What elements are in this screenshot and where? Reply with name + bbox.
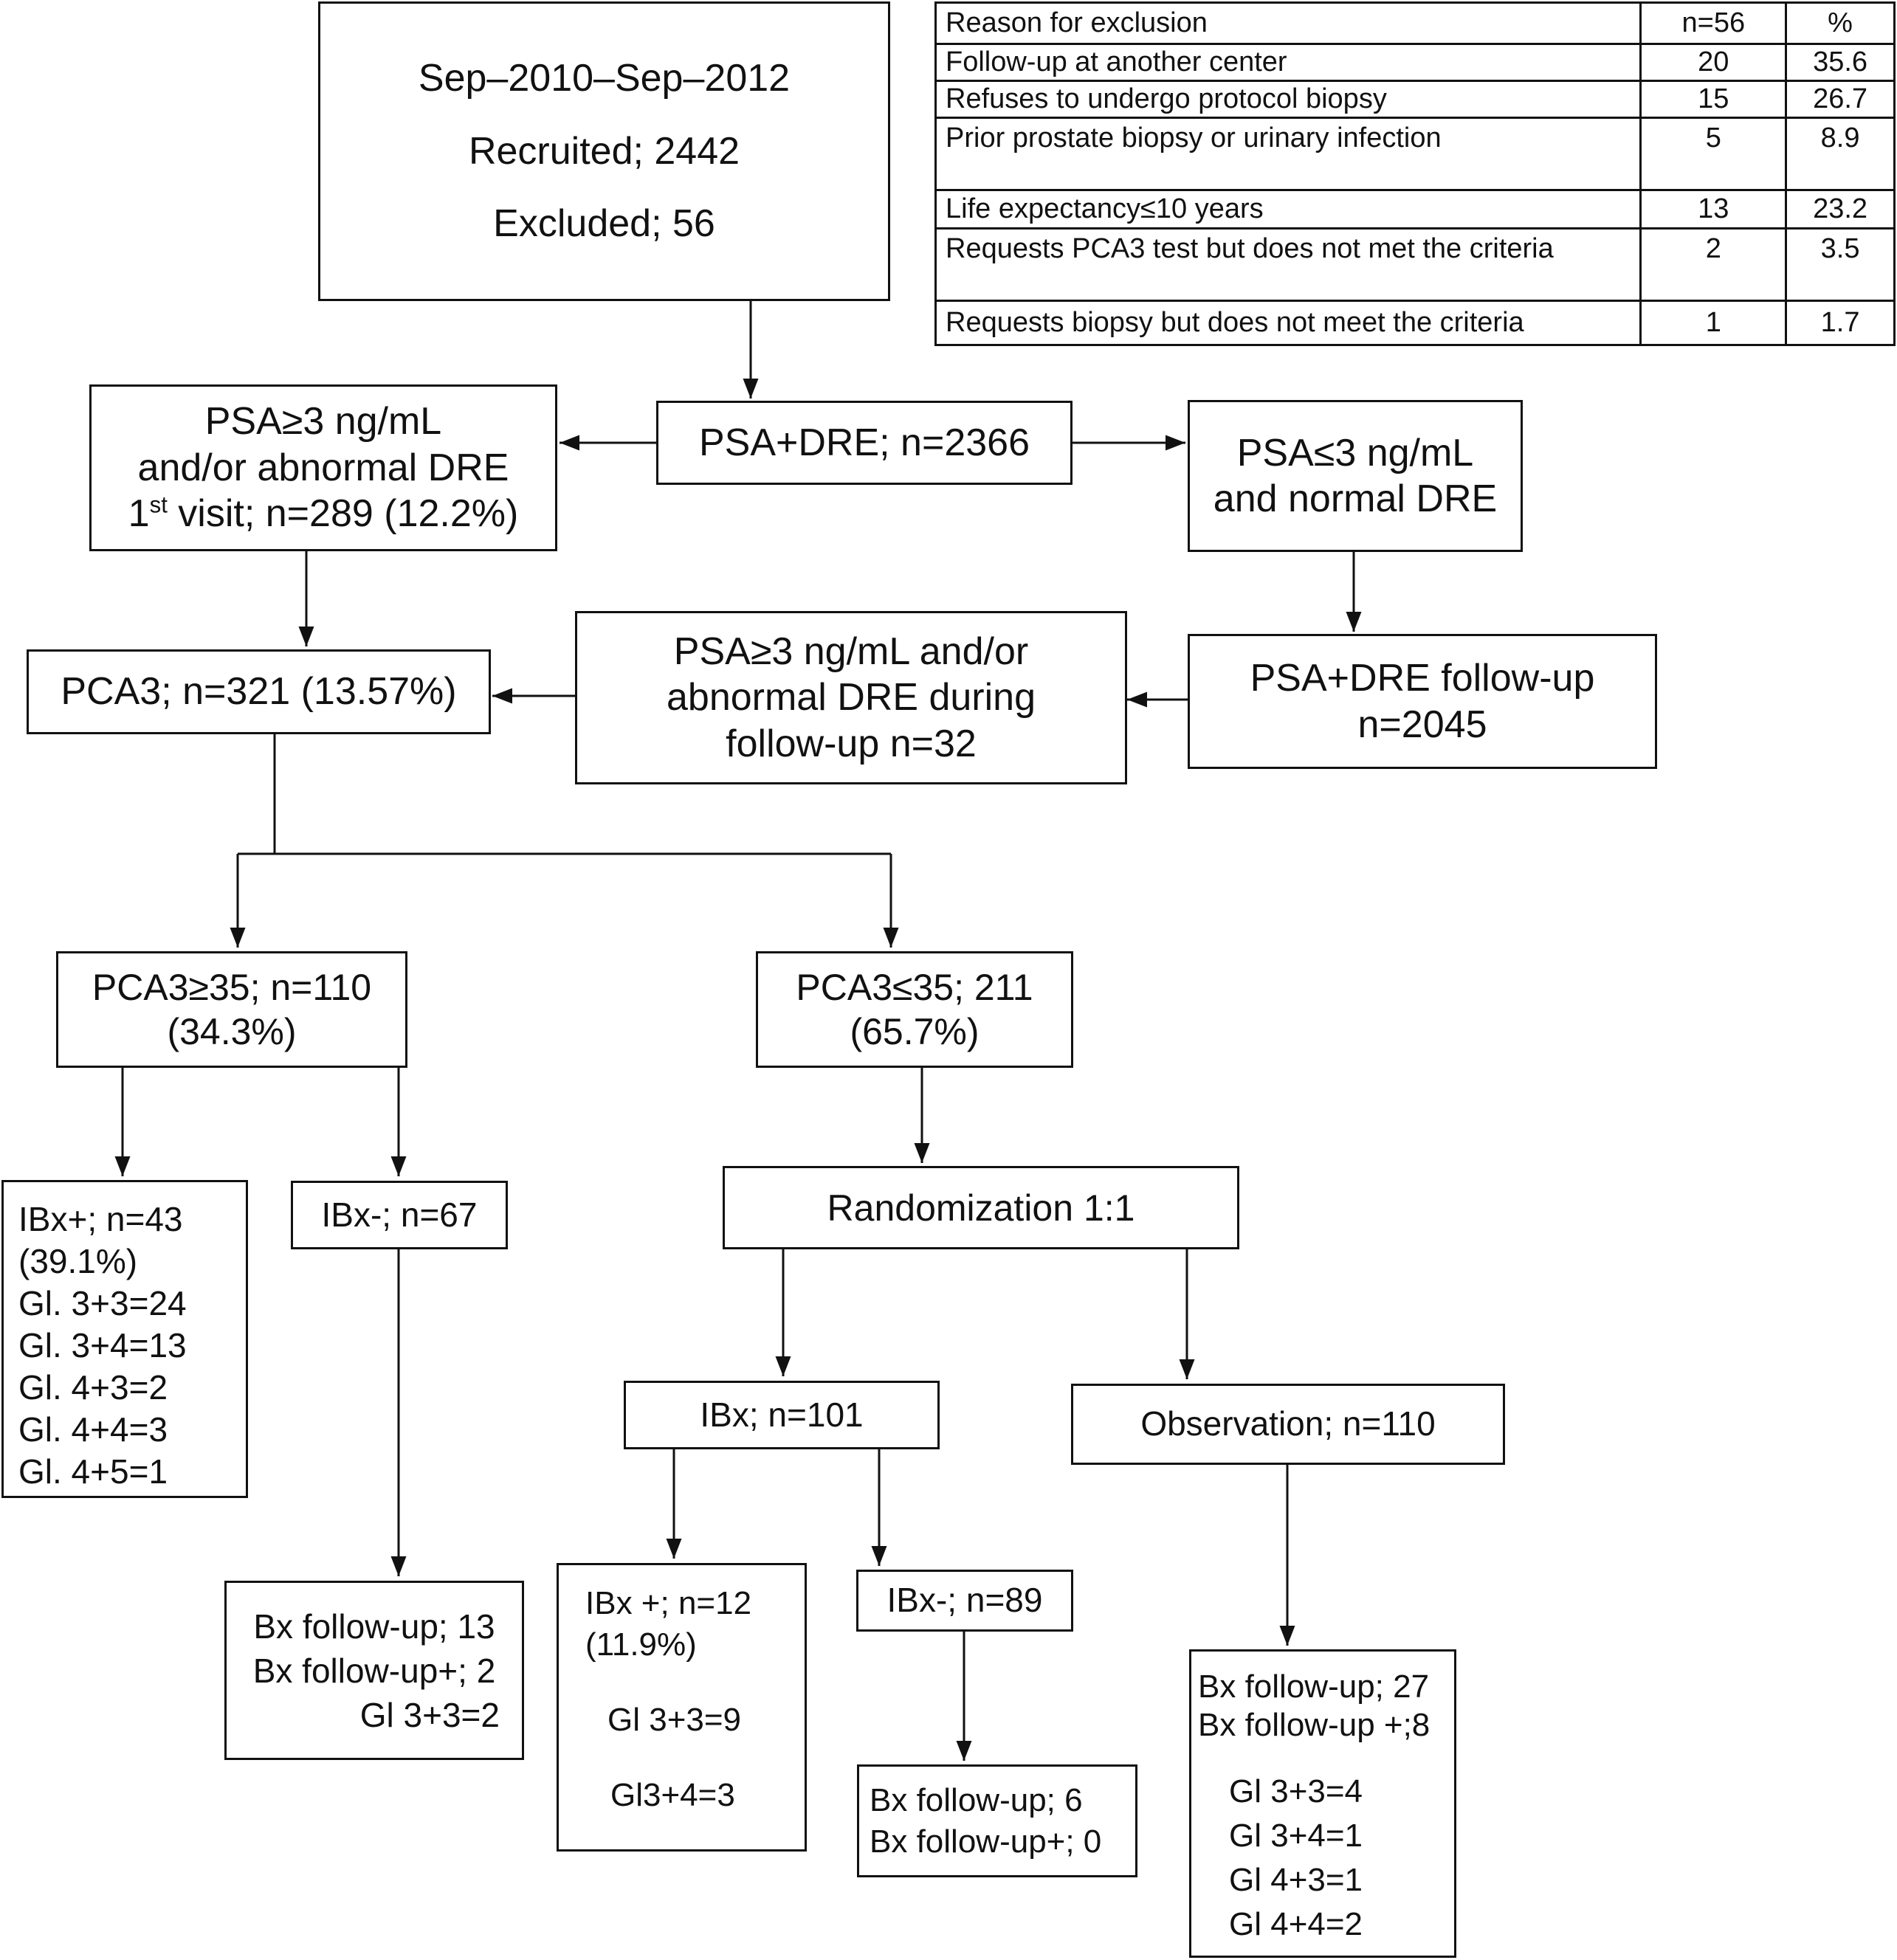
ibx-positive-line: (39.1%) [18, 1242, 138, 1280]
abnormal-first-line-2: and/or abnormal DRE [137, 446, 509, 489]
bx-followup-right-box: Bx follow-up; 27 Bx follow-up +;8 Gl 3+3… [1189, 1649, 1456, 1958]
visit-ordinal-suffix: st [149, 491, 168, 518]
bx-followup-right-line: Gl 3+4=1 [1229, 1818, 1363, 1854]
table-cell-reason: Requests PCA3 test but does not met the … [934, 227, 1642, 302]
normal-box: PSA≤3 ng/mL and normal DRE [1188, 400, 1523, 552]
abnormal-first-line-3: 1st visit; n=289 (12.2%) [128, 491, 519, 536]
abnormal-followup-line-1: PSA≥3 ng/mL and/or [673, 629, 1029, 673]
pca3-high-line-2: (34.3%) [167, 1011, 297, 1052]
table-cell-reason: Prior prostate biopsy or urinary infecti… [934, 117, 1642, 191]
table-cell-reason: Requests biopsy but does not meet the cr… [934, 300, 1642, 346]
table-cell-percent: 23.2 [1785, 189, 1896, 230]
recruitment-box: Sep–2010–Sep–2012 Recruited; 2442 Exclud… [318, 1, 890, 301]
randomization-label: Randomization 1:1 [827, 1187, 1135, 1229]
table-row: Prior prostate biopsy or urinary infecti… [934, 117, 1896, 191]
bx-followup-left-line-3: Gl 3+3=2 [359, 1695, 500, 1734]
excluded-count: Excluded; 56 [493, 202, 715, 246]
table-cell-n: 2 [1639, 227, 1788, 302]
psa-dre-box: PSA+DRE; n=2366 [656, 401, 1073, 485]
psa-dre-followup-line-2: n=2045 [1357, 703, 1487, 746]
abnormal-first-line-1: PSA≥3 ng/mL [204, 400, 442, 444]
bx-followup-right-line: Gl 4+3=1 [1229, 1862, 1363, 1898]
ibx-positive-line: Gl. 3+3=24 [18, 1284, 187, 1322]
table-header-row: Reason for exclusion n=56 % [934, 1, 1896, 45]
table-row: Requests PCA3 test but does not met the … [934, 227, 1896, 302]
normal-line-2: and normal DRE [1213, 477, 1498, 520]
bx-followup-left-line-1: Bx follow-up; 13 [253, 1607, 495, 1646]
psa-dre-followup-box: PSA+DRE follow-up n=2045 [1188, 634, 1657, 769]
pca3-label: PCA3; n=321 (13.57%) [61, 670, 457, 714]
table-cell-n: 5 [1639, 117, 1788, 191]
psa-dre-followup-line-1: PSA+DRE follow-up [1250, 657, 1595, 700]
pca3-low-line-1: PCA3≤35; 211 [796, 967, 1033, 1008]
table-cell-percent: 26.7 [1785, 80, 1896, 119]
table-cell-reason: Life expectancy≤10 years [934, 189, 1642, 230]
exclusion-table: Reason for exclusion n=56 % Follow-up at… [934, 1, 1896, 346]
pca3-box: PCA3; n=321 (13.57%) [27, 649, 491, 734]
visit-ordinal: 1 [128, 492, 150, 536]
abnormal-first-visit-box: PSA≥3 ng/mL and/or abnormal DRE 1st visi… [89, 384, 557, 551]
bx-followup-left-line-2: Bx follow-up+; 2 [252, 1651, 496, 1690]
table-cell-n: 1 [1639, 300, 1788, 346]
ibx-positive-line: Gl. 4+3=2 [18, 1368, 168, 1407]
ibx-plus-12-line: IBx +; n=12 [585, 1585, 752, 1621]
ibx-positive-line: Gl. 4+5=1 [18, 1452, 168, 1491]
table-cell-percent: 3.5 [1785, 227, 1896, 302]
table-cell-reason: Refuses to undergo protocol biopsy [934, 80, 1642, 119]
bx-followup-mid-line-2: Bx follow-up+; 0 [870, 1823, 1102, 1860]
ibx-positive-line: Gl. 3+4=13 [18, 1326, 187, 1364]
observation-box: Observation; n=110 [1071, 1384, 1505, 1465]
table-cell-percent: 1.7 [1785, 300, 1896, 346]
randomization-box: Randomization 1:1 [723, 1166, 1239, 1249]
psa-dre-label: PSA+DRE; n=2366 [698, 421, 1030, 464]
pca3-high-line-1: PCA3≥35; n=110 [92, 967, 372, 1008]
ibx-positive-line: IBx+; n=43 [18, 1200, 183, 1238]
ibx-plus-12-line: Gl 3+3=9 [607, 1702, 742, 1738]
table-cell-percent: 8.9 [1785, 117, 1896, 191]
abnormal-followup-line-3: follow-up n=32 [726, 722, 977, 765]
table-cell-reason: Follow-up at another center [934, 43, 1642, 82]
ibx-neg-89-label: IBx-; n=89 [886, 1581, 1043, 1620]
table-row: Requests biopsy but does not meet the cr… [934, 300, 1896, 346]
ibx-plus-12-line: Gl3+4=3 [610, 1777, 735, 1813]
ibx-101-label: IBx; n=101 [700, 1395, 864, 1434]
pca3-low-box: PCA3≤35; 211 (65.7%) [756, 951, 1073, 1068]
abnormal-followup-line-2: abnormal DRE during [666, 676, 1036, 720]
ibx-positive-line: Gl. 4+4=3 [18, 1410, 168, 1449]
pca3-high-box: PCA3≥35; n=110 (34.3%) [56, 951, 407, 1068]
observation-label: Observation; n=110 [1140, 1404, 1436, 1443]
bx-followup-right-line: Bx follow-up +;8 [1198, 1707, 1431, 1743]
pca3-low-line-2: (65.7%) [850, 1011, 980, 1052]
table-cell-percent: 35.6 [1785, 43, 1896, 82]
ibx-plus-12-line: (11.9%) [585, 1626, 697, 1663]
bx-followup-right-line: Gl 4+4=2 [1229, 1906, 1363, 1942]
table-cell-n: 15 [1639, 80, 1788, 119]
ibx-neg-89-box: IBx-; n=89 [856, 1570, 1073, 1632]
bx-followup-left-box: Bx follow-up; 13 Bx follow-up+; 2 Gl 3+3… [224, 1581, 524, 1760]
ibx-101-box: IBx; n=101 [624, 1381, 940, 1449]
table-header-percent: % [1785, 1, 1896, 45]
ibx-plus-12-box: IBx +; n=12 (11.9%) Gl 3+3=9 Gl3+4=3 [557, 1563, 807, 1852]
table-row: Follow-up at another center 20 35.6 [934, 43, 1896, 82]
ibx-negative-box: IBx-; n=67 [291, 1181, 508, 1249]
recruitment-period: Sep–2010–Sep–2012 [418, 57, 791, 100]
visit-count: visit; n=289 (12.2%) [167, 492, 519, 536]
table-header-n: n=56 [1639, 1, 1788, 45]
table-cell-n: 13 [1639, 189, 1788, 230]
abnormal-followup-box: PSA≥3 ng/mL and/or abnormal DRE during f… [575, 611, 1127, 784]
table-cell-n: 20 [1639, 43, 1788, 82]
ibx-negative-label: IBx-; n=67 [321, 1195, 478, 1234]
bx-followup-right-line: Bx follow-up; 27 [1198, 1669, 1430, 1705]
bx-followup-right-line: Gl 3+3=4 [1229, 1773, 1363, 1809]
normal-line-1: PSA≤3 ng/mL [1236, 431, 1474, 475]
recruited-count: Recruited; 2442 [468, 129, 740, 173]
table-row: Life expectancy≤10 years 13 23.2 [934, 189, 1896, 230]
bx-followup-mid-box: Bx follow-up; 6 Bx follow-up+; 0 [857, 1764, 1137, 1877]
bx-followup-mid-line-1: Bx follow-up; 6 [870, 1781, 1083, 1818]
table-row: Refuses to undergo protocol biopsy 15 26… [934, 80, 1896, 119]
table-header-reason: Reason for exclusion [934, 1, 1642, 45]
ibx-positive-box: IBx+; n=43 (39.1%) Gl. 3+3=24 Gl. 3+4=13… [1, 1180, 248, 1498]
